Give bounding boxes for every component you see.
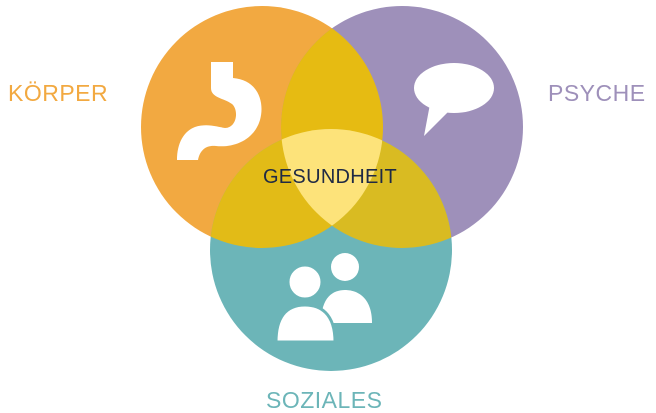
overlap-koerper-soziales: [210, 129, 383, 248]
label-koerper: KÖRPER: [8, 80, 109, 106]
speech-bubble-icon: [414, 63, 494, 136]
label-soziales: SOZIALES: [266, 387, 383, 413]
stomach-icon: [177, 62, 262, 160]
label-psyche: PSYCHE: [548, 80, 646, 106]
overlap-psyche-soziales: [281, 129, 452, 248]
label-gesundheit: GESUNDHEIT: [262, 166, 398, 188]
people-icon: [274, 253, 372, 344]
